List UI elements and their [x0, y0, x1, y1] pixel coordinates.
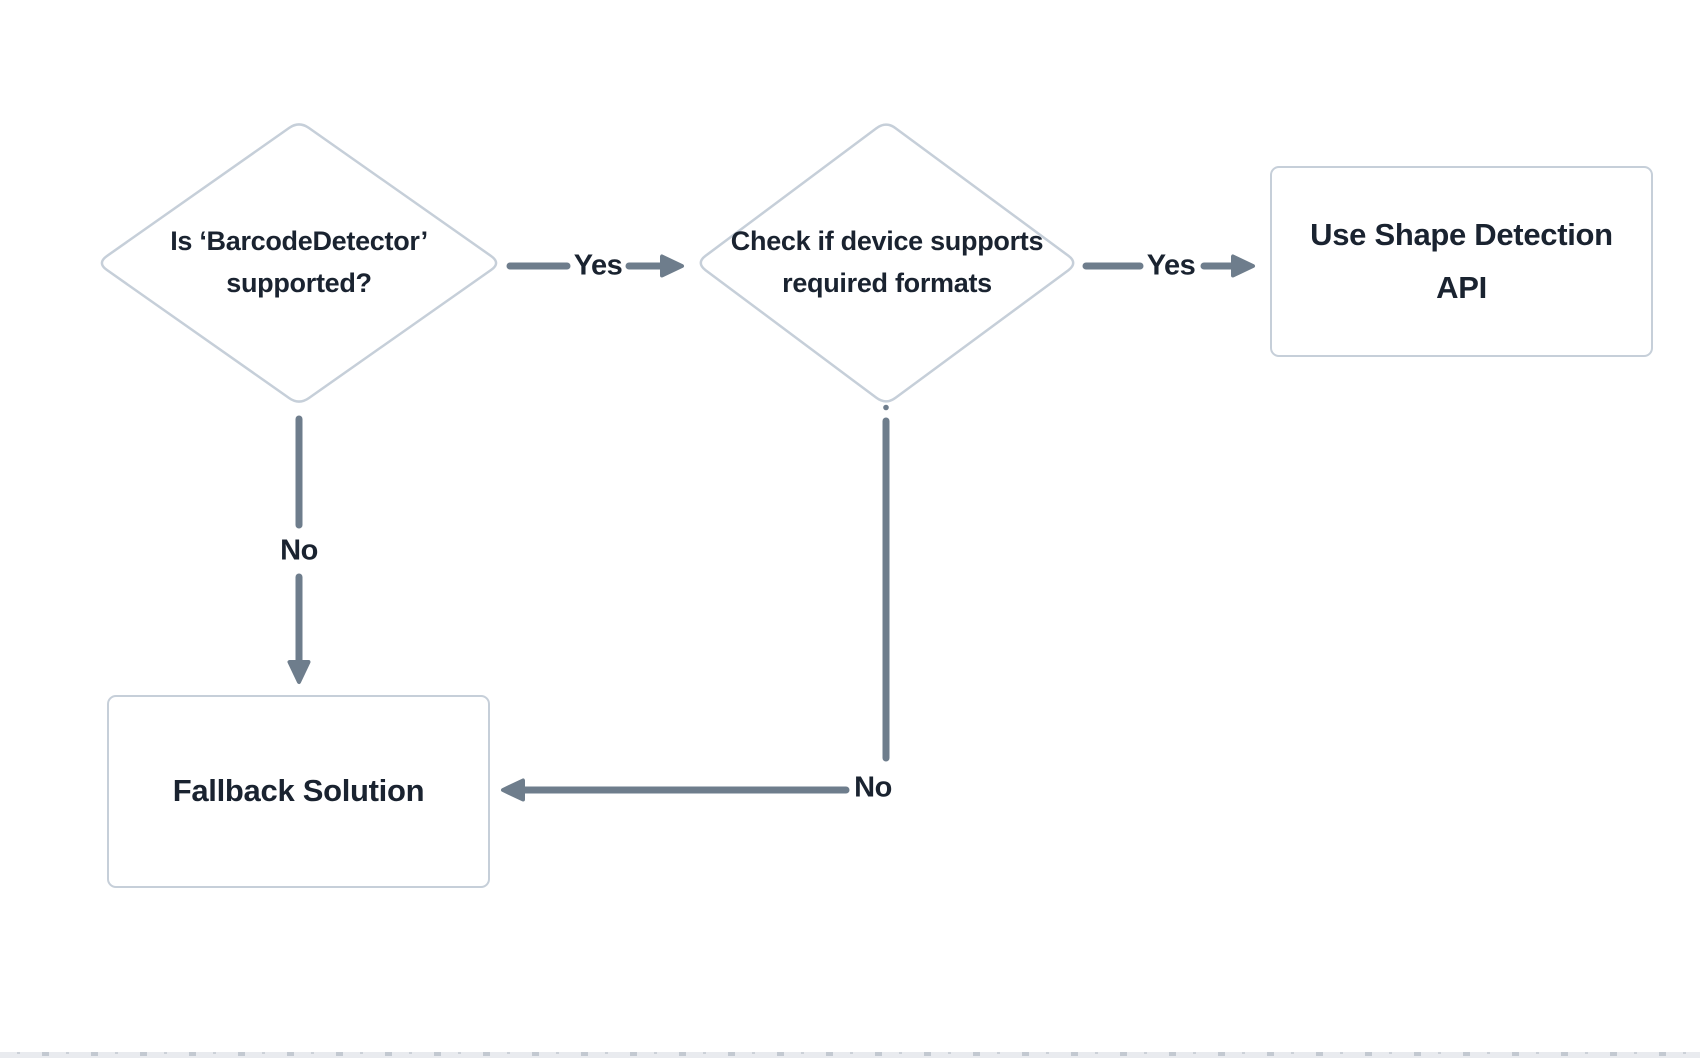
decision-label-formats: Check if device supports required format… [730, 226, 1044, 298]
edge-no1-arrowhead [287, 660, 311, 684]
process-label-use-shape-detection: Use Shape Detection API [1310, 216, 1613, 305]
edge-label-no-1: No [280, 534, 318, 567]
edge-label-no-2: No [854, 771, 892, 804]
edge-label-yes-1: Yes [573, 249, 623, 282]
decision-diamond-formats[interactable] [699, 123, 1075, 403]
ruler-ticks-small [0, 1052, 1700, 1054]
decision-label-barcodedetector: Is ‘BarcodeDetector’ supported? [170, 226, 428, 298]
process-box-use-shape-detection[interactable]: Use Shape Detection API [1270, 166, 1653, 357]
ruler-strip [0, 1052, 1700, 1058]
edge-no2-start-dot [883, 404, 889, 411]
edge-yes2-arrowhead [1231, 254, 1255, 278]
edge-no2-arrowhead [501, 778, 525, 802]
edge-label-yes-2: Yes [1146, 249, 1196, 282]
process-box-fallback-solution[interactable]: Fallback Solution [107, 695, 490, 888]
ruler-ticks-large [0, 1052, 1700, 1056]
process-label-fallback-solution: Fallback Solution [172, 773, 425, 809]
edge-yes1-arrowhead [660, 254, 684, 278]
decision-diamond-barcodedetector[interactable] [100, 123, 498, 403]
